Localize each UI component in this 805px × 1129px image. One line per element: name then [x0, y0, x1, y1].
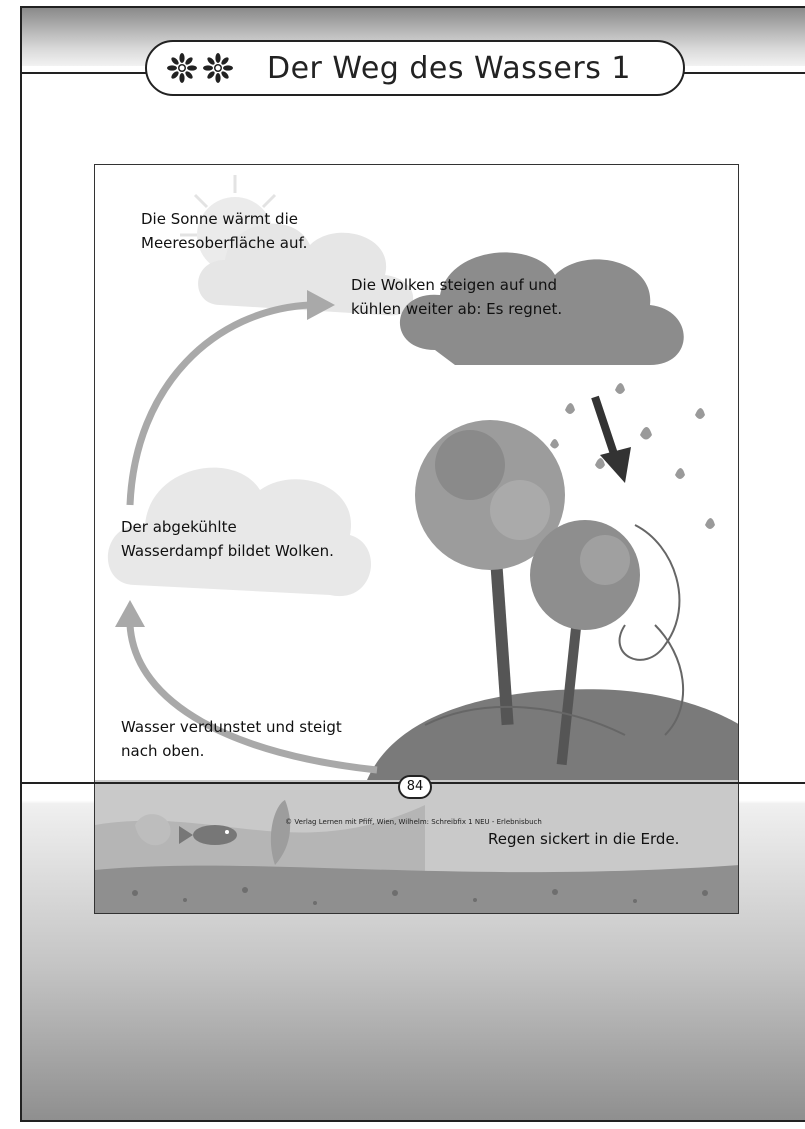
tree-icon	[415, 420, 565, 726]
cloud-icon	[107, 467, 372, 597]
page-title: Der Weg des Wassers 1	[267, 50, 631, 86]
rain-cloud-icon	[399, 252, 684, 365]
caption-sun: Die Sonne wärmt die Meeresoberfläche auf…	[141, 210, 308, 252]
fish-icon	[179, 825, 237, 845]
seaweed-icon	[270, 800, 291, 865]
arrow-head-icon	[307, 290, 335, 320]
water-cycle-art	[95, 175, 738, 913]
caption-evaporate: Wasser verdunstet und steigt nach oben.	[121, 718, 342, 760]
caption-rain: Die Wolken steigen auf und kühlen weiter…	[351, 276, 563, 318]
raindrops	[550, 383, 715, 529]
sea-floor	[95, 865, 738, 913]
title-box: Der Weg des Wassers 1	[145, 40, 685, 96]
flower-icon	[167, 53, 197, 83]
caption-vapor: Der abgekühlte Wasserdampf bildet Wolken…	[121, 518, 334, 560]
swirl-decoration	[424, 524, 685, 736]
cloud-icon	[198, 223, 414, 316]
page-number: 84	[398, 775, 432, 799]
tree-icon	[530, 520, 640, 766]
flower-decoration	[167, 53, 233, 83]
evaporation-arrow	[126, 624, 378, 774]
arrow-head-icon	[600, 447, 631, 483]
rain-arrow	[591, 395, 619, 459]
condensation-arrow	[126, 301, 311, 506]
caption-seep: Regen sickert in die Erde.	[488, 830, 680, 848]
water-cycle-illustration: Die Sonne wärmt die Meeresoberfläche auf…	[94, 164, 739, 914]
copyright-text: © Verlag Lernen mit Pfiff, Wien, Wilhelm…	[285, 818, 542, 826]
leaf-icon	[135, 814, 171, 846]
arrow-head-icon	[115, 600, 145, 627]
flower-icon	[203, 53, 233, 83]
